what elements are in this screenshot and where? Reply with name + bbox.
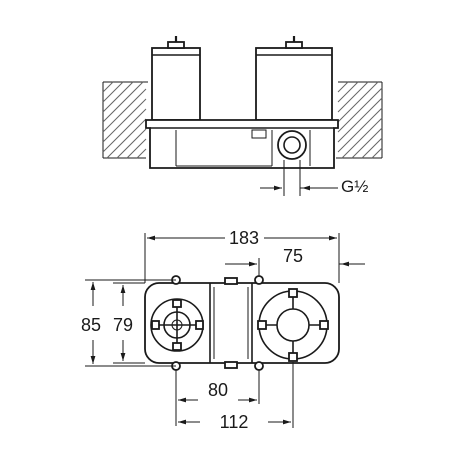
dim-lower-spacing-label: 80 xyxy=(208,380,228,400)
wall-hatch-right xyxy=(336,81,383,159)
right-protective-cap xyxy=(255,36,333,121)
dim-overall-width-label: 183 xyxy=(229,228,259,248)
valve-body xyxy=(145,119,339,169)
left-valve-seat xyxy=(150,298,204,352)
wall-hatch-left xyxy=(102,81,148,159)
dim-right-offset-label: 75 xyxy=(283,246,303,266)
thread-dimension: G½ xyxy=(260,160,368,196)
dimension-183: 183 xyxy=(144,228,340,283)
right-valve-seat xyxy=(257,288,329,362)
dim-height-outer-label: 85 xyxy=(81,315,101,335)
threaded-connector xyxy=(277,130,307,160)
housing-outline xyxy=(144,275,340,371)
front-view: G½ xyxy=(102,36,383,196)
dimension-85: 85 xyxy=(81,279,176,367)
dimension-112: 112 xyxy=(178,362,294,432)
thread-label: G½ xyxy=(341,177,368,196)
dimension-79: 79 xyxy=(113,282,145,364)
left-protective-cap xyxy=(151,36,201,121)
dimension-75: 75 xyxy=(225,246,365,276)
dim-height-inner-label: 79 xyxy=(113,315,133,335)
dimension-80: 80 xyxy=(175,370,260,426)
top-view: 183 75 85 79 xyxy=(81,228,365,432)
dim-mount-spacing-label: 112 xyxy=(220,412,249,432)
